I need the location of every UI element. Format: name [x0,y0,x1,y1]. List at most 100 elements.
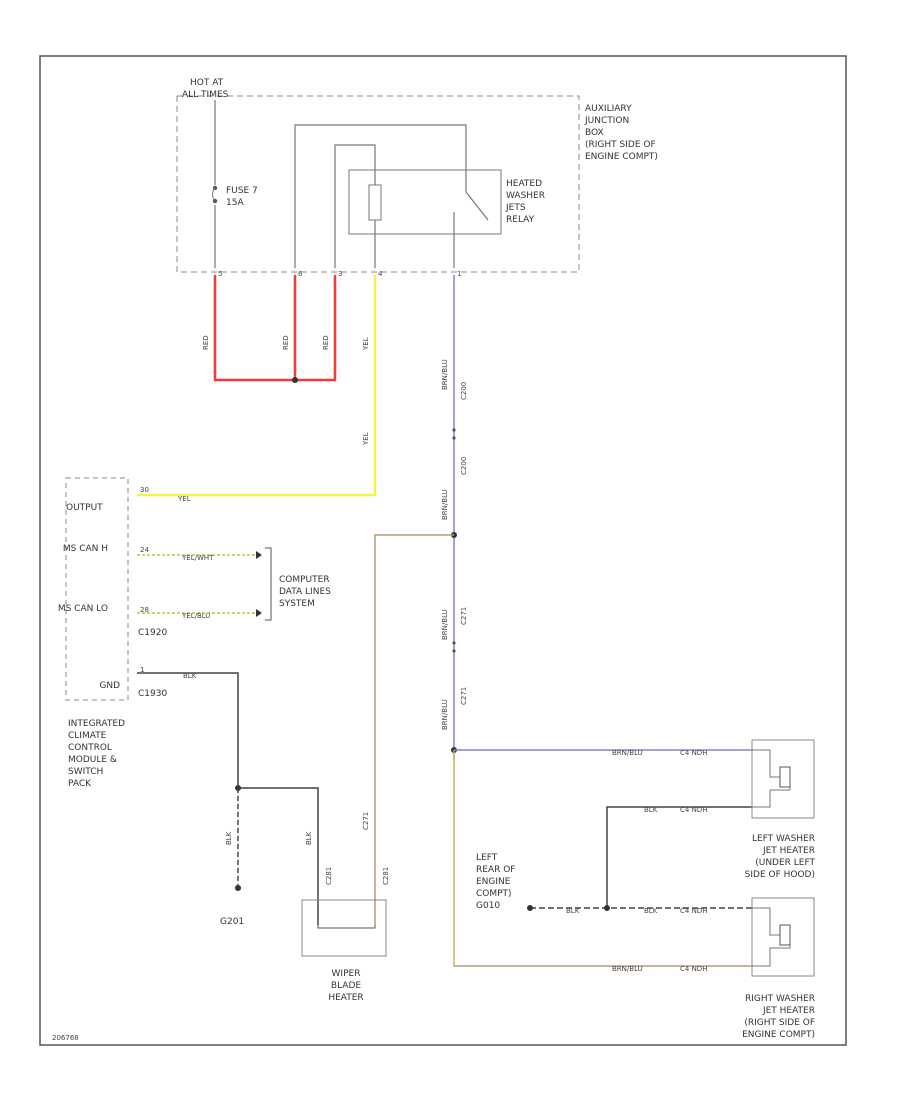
module-pin-can-h: MS CAN H [63,544,108,554]
hood-connector-4: C4 NDH [680,965,707,973]
left-jet-label-4: SIDE OF HOOD) [745,870,815,880]
diagram-id: 206768 [52,1034,79,1042]
fuse-label-1: FUSE 7 [226,186,258,196]
relay-label-2: WASHER [506,191,545,201]
left-rear-label-5: G010 [476,901,500,911]
ground-point-right [527,905,533,911]
wire-label-blk-3: BLK [305,831,313,845]
right-jet-heater-element [779,924,791,946]
right-jet-heater-box [751,897,815,977]
wire-label-blk-2: BLK [225,831,233,845]
left-jet-label-2: JET HEATER [762,846,815,856]
wire-label-brn-4: BRN/BLU [441,699,449,730]
ajb-pin-2: 6 [298,270,303,278]
computer-bracket [265,547,272,621]
wire-label-blk-1: BLK [183,672,197,680]
auxiliary-junction-box [176,95,580,273]
relay-switch [465,191,489,221]
hood-connector-2: C4 NDH [680,806,707,814]
can-high-arrow [256,551,262,559]
computer-label-3: SYSTEM [279,599,315,609]
ajb-internal-wiring [214,100,467,268]
connector-dots [452,428,456,653]
wire-label-yel-wht: YEL/WHT [181,554,214,562]
module-name-1: INTEGRATED [68,719,125,729]
connector-6: C281 [325,867,333,885]
wire-label-red-1: RED [202,335,210,350]
right-jet-label-3: (RIGHT SIDE OF [744,1018,815,1028]
wire-label-yel-1: YEL [362,337,370,351]
ground-label: G201 [220,917,244,927]
ajb-pin-3: 3 [338,270,342,278]
module-name-6: PACK [68,779,92,789]
brown-wire-wiper [374,534,454,925]
connector-2: C200 [460,457,468,475]
right-jet-label-4: ENGINE COMPT) [742,1030,815,1040]
module-name-4: MODULE & [68,755,117,765]
wiper-label-1: WIPER [332,969,361,979]
ground-splice-right [604,905,610,911]
wiper-label-3: HEATER [328,993,363,1003]
power-label-1: HOT AT [190,78,224,88]
module-pin-num-3: 28 [140,606,149,614]
black-wire-left-jet [606,806,752,908]
ajb-pin-4: 4 [378,270,383,278]
wiper-label-2: BLADE [331,981,361,991]
hood-connector-1: C4 NDH [680,749,707,757]
module-pin-gnd: GND [99,681,120,691]
left-rear-label-3: ENGINE [476,877,511,887]
relay-label-3: JETS [505,203,526,213]
module-name-5: SWITCH [68,767,103,777]
computer-label-2: DATA LINES [279,587,331,597]
wire-label-yel-2: YEL [362,432,370,446]
left-rear-label-4: COMPT) [476,889,512,899]
module-connector-1: C1920 [138,628,167,638]
wire-label-brn-3: BRN/BLU [441,609,449,640]
climate-module-box [65,477,129,701]
red-wires [213,275,337,382]
wire-label-red-2: RED [282,335,290,350]
left-jet-heater-element [779,766,791,788]
module-pin-num-1: 30 [140,486,149,494]
right-jet-label-1: RIGHT WASHER [745,994,815,1004]
wire-label-brn-right-2: BRN/BLU [612,965,643,973]
wiper-heater-element [317,925,376,929]
left-jet-label-1: LEFT WASHER [752,834,815,844]
left-jet-heater-box [751,739,815,819]
ajb-label-3: BOX [585,128,604,138]
wire-label-brn-1: BRN/BLU [441,359,449,390]
hood-connector-3: C4 NDH [680,907,707,915]
relay-label-1: HEATED [506,179,542,189]
wire-label-yel-blu: YEL/BLU [181,612,210,620]
module-pin-can-lo: MS CAN LO [58,604,108,614]
left-jet-label-3: (UNDER LEFT [755,858,815,868]
can-low-arrow [256,609,262,617]
yellow-wire [137,275,377,497]
module-name-2: CLIMATE [68,731,107,741]
wire-label-red-3: RED [322,335,330,350]
relay-coil [368,184,382,221]
module-connector-2: C1930 [138,689,167,699]
ground-point [235,885,241,891]
ajb-label-2: JUNCTION [584,116,629,126]
wire-label-brn-right: BRN/BLU [612,749,643,757]
connector-3: C271 [460,607,468,625]
brown-wire-right-jet [453,750,752,967]
fuse-label-2: 15A [226,198,244,208]
ground-wire [137,672,319,925]
left-rear-label-1: LEFT [476,853,498,863]
connector-4: C271 [460,687,468,705]
computer-label-1: COMPUTER [279,575,330,585]
wire-label-yel-3: YEL [177,495,191,503]
connector-7: C281 [382,867,390,885]
wire-label-blk-right-1: BLK [644,806,658,814]
module-name-3: CONTROL [68,743,112,753]
connector-5: C271 [362,812,370,830]
ajb-label-4: (RIGHT SIDE OF [585,140,656,150]
wiper-heater-box [301,899,387,957]
connector-1: C200 [460,382,468,400]
left-rear-label-2: REAR OF [476,865,515,875]
red-splice [292,377,298,383]
diagram-border [39,55,847,1046]
